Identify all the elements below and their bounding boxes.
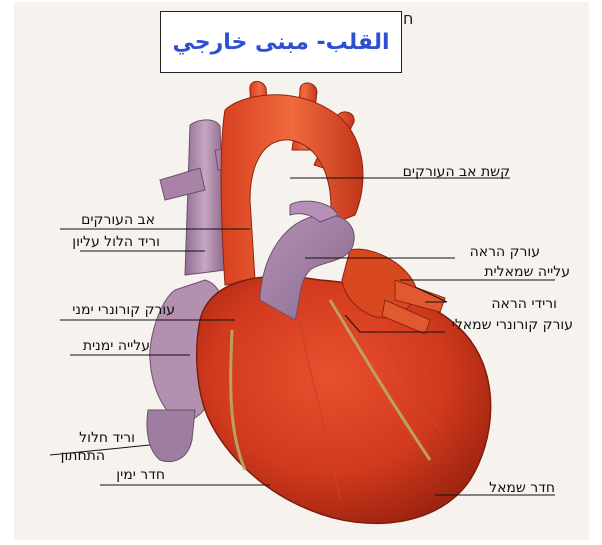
label-aortic-arch: קשת אב העורקים <box>375 164 510 180</box>
corner-text: ח <box>403 9 413 28</box>
label-superior-vena-cava: וריד הלול עליון <box>40 234 160 250</box>
label-right-ventricle: חדר ימין <box>80 467 165 483</box>
label-aorta: אב העורקים <box>55 212 155 228</box>
label-left-ventricle: חדר שמאל <box>455 480 555 496</box>
label-left-coronary-artery: עורק קורונרי שמאלי <box>423 317 573 333</box>
label-left-atrium: עלייה שמאלית <box>445 264 570 280</box>
superior-vena-cava <box>185 120 225 275</box>
label-inferior-vena-cava-1: וריד חלול <box>40 430 135 446</box>
diagram-title: القلب- مبنى خارجي <box>172 30 389 55</box>
label-pulmonary-veins: ורידי הראה <box>447 296 557 312</box>
heart-body <box>197 276 491 523</box>
label-right-coronary-artery: עורק קורונרי ימני <box>40 302 175 318</box>
inferior-vena-cava-shape <box>147 410 195 462</box>
label-inferior-vena-cava-2: התחתון <box>40 448 105 464</box>
label-pulmonary-artery: עורק הראה <box>455 244 540 260</box>
title-box: القلب- مبنى خارجي <box>160 11 402 73</box>
label-right-atrium: עלייה ימנית <box>40 338 150 354</box>
